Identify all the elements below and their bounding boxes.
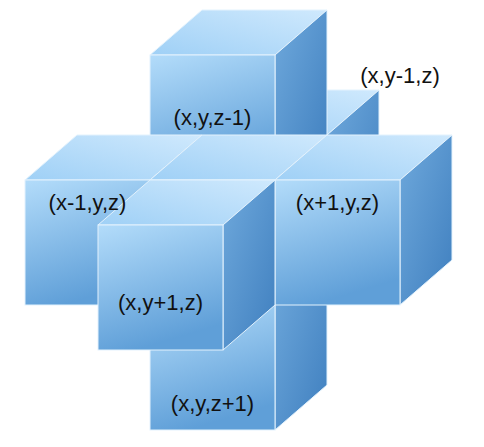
coordinate-label: (x,y,z-1) xyxy=(174,105,252,130)
cube-face: (x-1,y,z) xyxy=(25,180,150,305)
coordinate-label: (x-1,y,z) xyxy=(49,190,127,215)
cube-face: (x,y+1,z) xyxy=(98,225,223,350)
cube-face: (x,y-1,z) xyxy=(330,58,470,94)
cube-face: (x+1,y,z) xyxy=(275,180,400,305)
cube-face: (x,y,z-1) xyxy=(150,55,275,180)
coordinate-label: (x,y,z+1) xyxy=(171,391,254,416)
right-cube xyxy=(275,135,452,305)
cube-face: (x,y,z+1) xyxy=(150,305,275,430)
coordinate-label: (x,y+1,z) xyxy=(118,290,203,315)
coordinate-label: (x,y-1,z) xyxy=(360,63,439,88)
coordinate-label: (x+1,y,z) xyxy=(296,190,379,215)
